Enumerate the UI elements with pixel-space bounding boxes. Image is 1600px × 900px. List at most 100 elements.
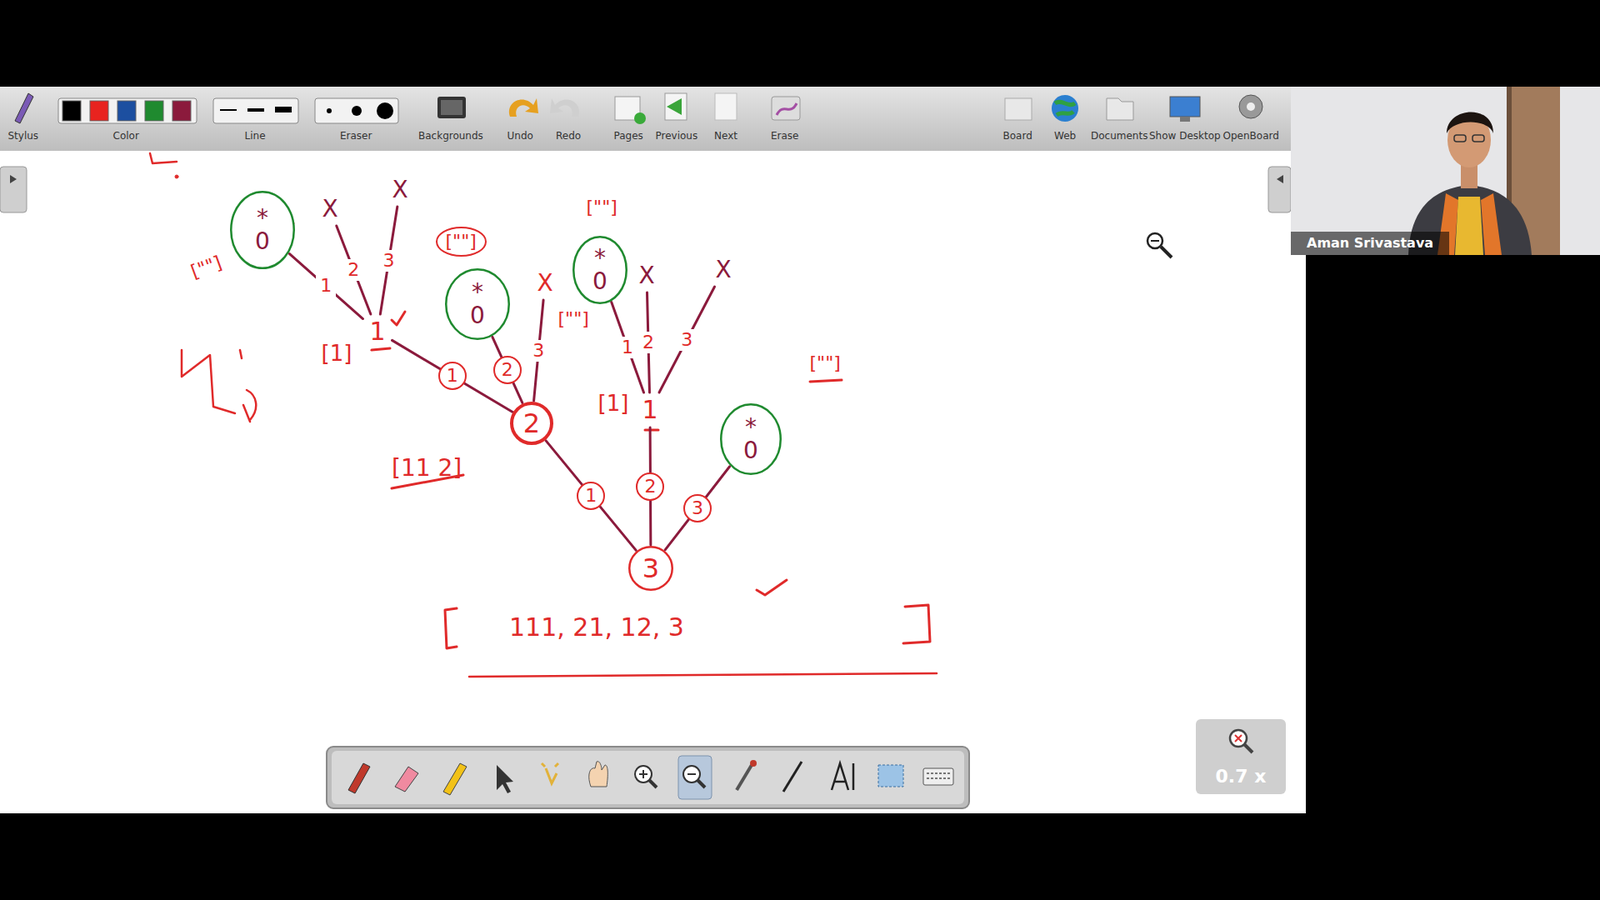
bottom-toolbar	[326, 746, 970, 809]
node-text-stack: X	[638, 264, 655, 288]
underline	[371, 348, 390, 350]
circled-choice-number: 3	[683, 494, 712, 523]
side-tab	[0, 166, 27, 213]
toolbar-label: Next	[714, 130, 738, 142]
underline	[469, 673, 937, 677]
circled-choice-number: 1	[438, 361, 467, 390]
tree-branch	[659, 286, 715, 393]
node-value: 2	[523, 410, 540, 437]
zoom-indicator	[1195, 719, 1286, 795]
node-text-stack: *0	[592, 246, 608, 294]
base-case-ellipse: *0	[571, 235, 629, 305]
toolbar-label: Pages	[614, 130, 644, 142]
circled-choice-number: 2	[493, 355, 522, 385]
node-value: 0	[743, 439, 759, 463]
top-toolbar	[0, 86, 1291, 151]
toolbar-label: Redo	[555, 130, 581, 142]
node-border	[511, 403, 552, 444]
check-mark	[391, 311, 405, 325]
hand-marks	[150, 153, 937, 677]
result-list: [11 2]	[391, 455, 462, 482]
empty-string-list: [""]	[810, 353, 841, 374]
node-text-stack: 3	[642, 555, 660, 582]
toolbar-label: Show Desktop	[1149, 130, 1221, 142]
tree-branch	[545, 440, 636, 551]
toolbar-label: Color	[113, 130, 140, 142]
zoom-level: 0.7 x	[1215, 766, 1267, 787]
empty-string-list: [""]	[558, 309, 590, 330]
scribble	[181, 350, 256, 422]
choice-number: 1	[617, 336, 638, 359]
webcam-feed	[1290, 86, 1600, 255]
node-value: *	[255, 206, 270, 230]
node-border	[230, 191, 295, 269]
toolbar-label: Previous	[655, 130, 699, 142]
node-border	[720, 404, 781, 475]
toolbar-label: Backgrounds	[418, 130, 484, 142]
tree-node: X	[712, 256, 735, 284]
underline	[645, 429, 659, 432]
toolbar-label: Erase	[770, 130, 800, 142]
tree-branch	[665, 466, 730, 550]
underline	[810, 380, 842, 382]
toolbar-label: Line	[245, 130, 266, 142]
participant-name: Aman Srivastava	[1306, 235, 1434, 251]
node-value: 3	[642, 555, 660, 582]
bracket	[903, 605, 930, 644]
empty-string-list: [""]	[435, 226, 487, 257]
circled-choice-number: 1	[576, 481, 605, 510]
call-circle: 3	[627, 545, 675, 592]
node-value: X	[321, 197, 338, 221]
call-circle: 2	[509, 400, 555, 446]
tree-node: 1	[639, 395, 662, 425]
node-text-stack: 1	[369, 319, 385, 345]
node-value: *	[470, 280, 485, 305]
toolbar-label: Stylus	[8, 130, 40, 142]
choice-number: 3	[379, 250, 400, 272]
tree-node: X	[319, 195, 342, 223]
result-list: [1]	[598, 391, 630, 416]
tree-node: X	[534, 270, 557, 297]
node-value: 0	[470, 304, 485, 328]
node-text-stack: *0	[255, 206, 270, 254]
toolbar-label: Undo	[507, 130, 534, 142]
choice-number: 2	[343, 259, 364, 281]
toolbar-label: Web	[1054, 130, 1076, 142]
zoom-cursor	[1147, 233, 1172, 258]
node-border	[629, 546, 673, 590]
node-value: *	[592, 246, 608, 270]
node-text-stack: X	[715, 258, 731, 282]
toolbar-label: Documents	[1090, 130, 1148, 142]
base-case-ellipse: *0	[229, 190, 296, 270]
tree-branch	[492, 336, 523, 403]
node-text-stack: X	[536, 271, 553, 295]
tab-arrow	[1276, 175, 1284, 184]
node-text-stack: X	[391, 178, 408, 202]
scribble	[175, 175, 179, 179]
node-value: X	[638, 264, 655, 288]
node-value: X	[715, 258, 731, 282]
node-value: 1	[369, 319, 385, 345]
base-case-ellipse: *0	[444, 267, 511, 341]
circled-choice-number: 2	[635, 472, 665, 501]
tree-node: 1	[366, 317, 390, 346]
check-mark	[756, 580, 787, 595]
tab-arrow	[10, 175, 17, 184]
final-result-list: 111, 21, 12, 3	[509, 613, 685, 641]
node-text-stack: *0	[743, 415, 759, 463]
toolbar-icons	[15, 93, 1263, 125]
result-list: [1]	[321, 341, 353, 366]
choice-number: 3	[528, 340, 549, 362]
node-value: X	[391, 178, 408, 202]
node-value: 0	[255, 230, 270, 254]
base-case-ellipse: *0	[719, 402, 783, 476]
bracket	[445, 608, 457, 649]
node-value: 1	[641, 397, 658, 423]
side-tab	[1268, 166, 1291, 213]
node-text-stack: 2	[523, 410, 540, 437]
node-value: *	[743, 415, 759, 440]
